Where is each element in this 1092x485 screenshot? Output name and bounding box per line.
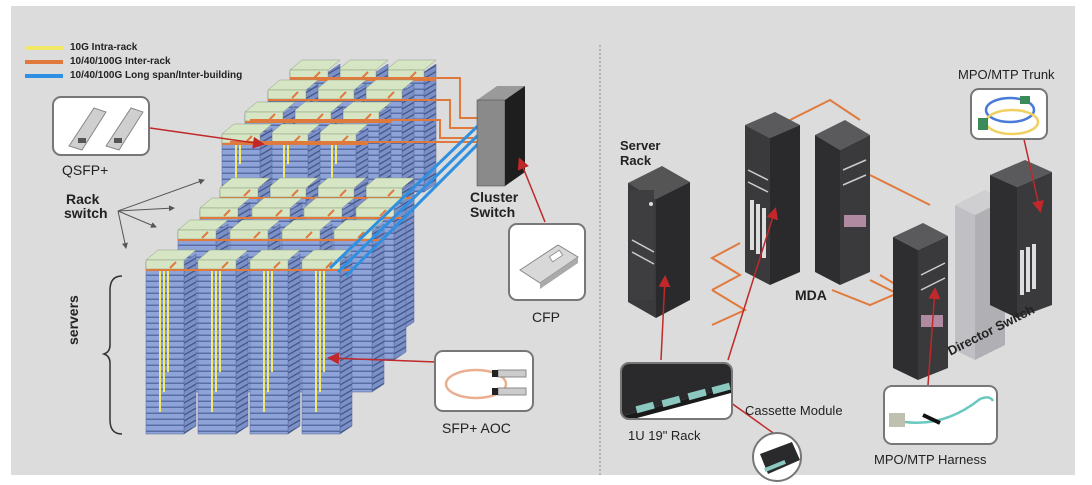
server-rack-unit [249, 249, 301, 435]
legend [25, 46, 63, 78]
cluster-switch-label-line1: Cluster [470, 189, 519, 205]
server-rack-array [145, 59, 437, 435]
cfp-image-card [508, 223, 586, 301]
server-rack-unit [197, 249, 249, 435]
fiber-cabling [709, 98, 931, 326]
rack-switch-arrows [117, 178, 205, 249]
rack-1u-label: 1U 19" Rack [628, 428, 701, 443]
cassette-module-label: Cassette Module [745, 403, 843, 418]
patch-panel-icon [622, 364, 731, 418]
rack-switch-label-line1: Rack [66, 191, 100, 207]
inter-rack-links [230, 77, 485, 143]
mpo-trunk-cable-icon [978, 96, 1040, 136]
legend-label-intra-rack: 10G Intra-rack [70, 42, 138, 53]
server-rack-label-line2: Rack [620, 153, 652, 168]
legend-swatch-inter-rack [25, 60, 63, 64]
cfp-module-icon [519, 244, 579, 289]
cassette-icon [760, 442, 800, 474]
mda-racks [745, 112, 870, 285]
mpo-trunk-label: MPO/MTP Trunk [958, 67, 1055, 82]
qsfp-transceiver-icon [68, 107, 144, 151]
sfp-aoc-label: SFP+ AOC [442, 420, 511, 436]
servers-brace [101, 275, 123, 435]
legend-label-long-span: 10/40/100G Long span/Inter-building [70, 70, 243, 81]
server-rack [628, 166, 690, 318]
mpo-harness-label: MPO/MTP Harness [874, 452, 987, 467]
aoc-cable-icon [444, 368, 527, 400]
qsfp-image-card [52, 96, 150, 156]
rack-1u-image-card [620, 362, 733, 420]
mda-label: MDA [795, 287, 827, 303]
server-rack-label-line1: Server [620, 138, 661, 153]
legend-swatch-intra-rack [25, 46, 63, 50]
cfp-label: CFP [532, 309, 560, 325]
cassette-module-image [752, 432, 802, 482]
server-rack-unit [145, 249, 197, 435]
servers-label: servers [65, 295, 81, 345]
pointer-arrows-right [658, 134, 1044, 446]
mpo-harness-cable-icon [889, 396, 995, 427]
server-rack-unit [301, 249, 353, 435]
qsfp-label: QSFP+ [62, 162, 109, 178]
legend-swatch-long-span [25, 74, 63, 78]
sfp-aoc-image-card [434, 350, 534, 412]
mpo-trunk-image-card [970, 88, 1048, 140]
mpo-harness-image-card [883, 385, 998, 445]
cluster-switch [476, 86, 525, 187]
cluster-switch-label-line2: Switch [470, 204, 516, 220]
pointer-arrows-left [149, 127, 546, 365]
director-switch [893, 160, 1052, 380]
legend-label-inter-rack: 10/40/100G Inter-rack [70, 56, 171, 67]
rack-switch-label-line2: switch [64, 205, 108, 221]
